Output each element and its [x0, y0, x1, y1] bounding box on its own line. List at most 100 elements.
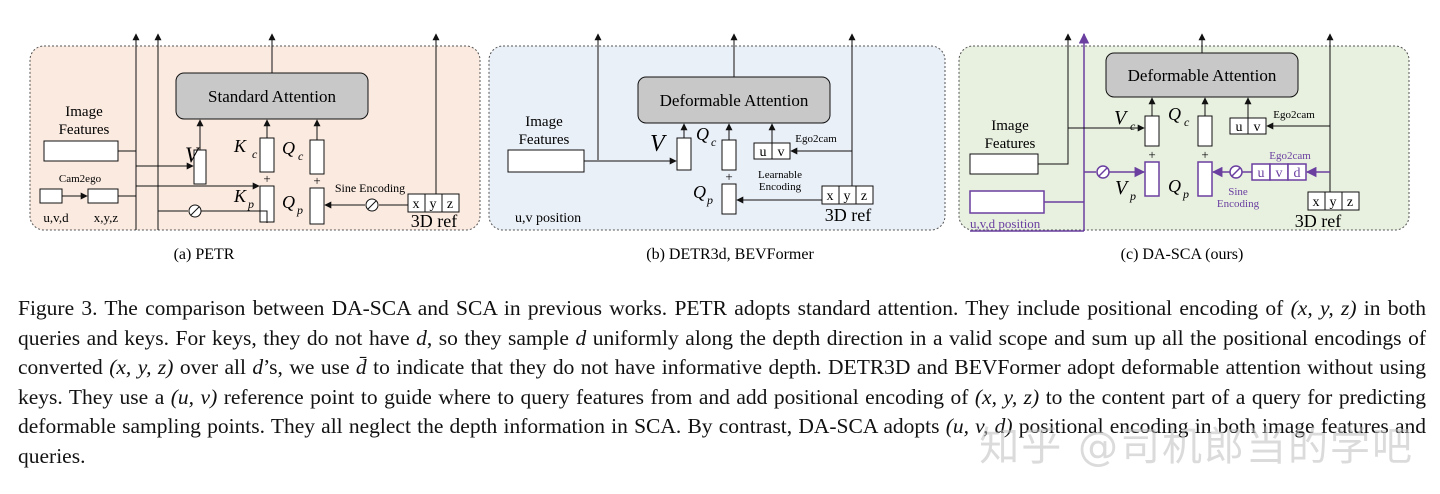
- dasca-ego2cam-purple-label: Ego2cam: [1269, 150, 1311, 162]
- dasca-qp-box: [1197, 161, 1213, 197]
- dasca-uv-v: [1247, 117, 1267, 135]
- detr-grid-x-label: x: [827, 189, 834, 204]
- dasca-grid-y-label: y: [1330, 195, 1337, 210]
- dasca-attention-label: Deformable Attention: [1128, 66, 1277, 85]
- detr-plus: +: [725, 169, 732, 184]
- petr-plus-1: +: [263, 171, 270, 186]
- dasca-qp-sub: p: [1182, 187, 1189, 201]
- caption-text-5: over all: [173, 355, 253, 380]
- petr-kc-sub: c: [252, 147, 258, 161]
- figure-caption: Figure 3. The comparison between DA-SCA …: [18, 294, 1426, 472]
- caption-math-dbar: d̄: [355, 355, 367, 380]
- petr-uvd-label: u,v,d: [43, 210, 69, 225]
- caption-text-6: ’s, we use: [263, 355, 356, 380]
- dasca-qc-label: Q: [1168, 104, 1181, 124]
- petr-grid-z: [441, 193, 460, 213]
- panel-petr: Standard Attention Image Features V K c …: [29, 33, 481, 263]
- panel-detr: Deformable Attention Image Features V Q …: [488, 33, 946, 263]
- petr-v-label: V: [185, 142, 201, 167]
- dasca-uvd-position-box: [969, 190, 1045, 214]
- detr-uv-v: [771, 142, 791, 160]
- detr-attention-label: Deformable Attention: [660, 91, 809, 110]
- detr-ego2cam-label: Ego2cam: [795, 133, 837, 145]
- petr-attention-label: Standard Attention: [208, 87, 336, 106]
- dasca-features-label: Features: [985, 136, 1036, 152]
- panel-dasca: Deformable Attention Image Features V c …: [958, 32, 1410, 263]
- dasca-ego2cam-top-label: Ego2cam: [1273, 109, 1315, 121]
- dasca-uvd-d-label: d: [1294, 166, 1301, 181]
- petr-grid-z-label: z: [447, 197, 453, 212]
- dasca-qc-sub: c: [1184, 115, 1190, 129]
- figure-diagram: Standard Attention Image Features V K c …: [29, 32, 1410, 263]
- caption-math-xyz: (x, y, z): [1290, 296, 1357, 320]
- caption-text-7: to indicate that they do not have inform…: [18, 355, 1426, 409]
- dasca-vc-box: [1144, 115, 1160, 147]
- detr-qc-label: Q: [696, 124, 709, 144]
- petr-caption: (a) PETR: [174, 246, 235, 263]
- caption-math-uv: (u, v): [170, 384, 218, 409]
- petr-grid-x-label: x: [413, 197, 420, 212]
- detr-learnable-label: Learnable: [758, 169, 802, 181]
- detr-3dref-label: 3D ref: [825, 205, 871, 225]
- petr-image-label: Image: [65, 104, 103, 120]
- detr-image-features-box: [507, 149, 585, 173]
- detr-uv-v-label: v: [778, 145, 785, 160]
- detr-position-label: u,v position: [515, 211, 581, 226]
- caption-math-d: d: [252, 355, 264, 380]
- detr-background: [488, 45, 946, 231]
- detr-grid-z-label: z: [861, 189, 867, 204]
- dasca-uvd-u-label: u: [1258, 166, 1265, 181]
- petr-qp-label: Q: [282, 192, 295, 212]
- dasca-image-features-box: [969, 153, 1039, 175]
- petr-kc-box: [259, 137, 275, 173]
- detr-features-label: Features: [519, 132, 570, 148]
- caption-math-d: d: [575, 325, 587, 350]
- petr-xyz-label: x,y,z: [94, 210, 119, 225]
- petr-xyz-box: [87, 188, 119, 204]
- petr-sine-label: Sine Encoding: [335, 181, 405, 195]
- detr-grid-y-label: y: [844, 189, 851, 204]
- caption-math-xyz: (x, y, z): [974, 384, 1040, 409]
- detr-v-box: [676, 137, 692, 171]
- detr-qp-box: [721, 183, 737, 215]
- petr-3dref-label: 3D ref: [411, 211, 457, 231]
- petr-uvd-box: [39, 188, 63, 204]
- dasca-sine-label: Sine: [1228, 186, 1248, 198]
- petr-grid-y-label: y: [430, 197, 437, 212]
- petr-plus-2: +: [313, 173, 320, 188]
- caption-text-4: uniformly along the depth direction in a…: [18, 325, 1426, 380]
- detr-v-label: V: [650, 131, 667, 157]
- caption-math-d: d: [416, 325, 427, 350]
- detr-qp-label: Q: [693, 182, 706, 202]
- detr-caption: (b) DETR3d, BEVFormer: [646, 246, 814, 263]
- dasca-vp-box: [1144, 161, 1160, 197]
- dasca-vp-label: V: [1115, 177, 1130, 199]
- petr-features-label: Features: [59, 122, 110, 138]
- caption-text-9: to the content part of a query for predi…: [18, 384, 1426, 439]
- petr-qp-sub: p: [296, 203, 303, 217]
- petr-kp-label: K: [233, 186, 247, 206]
- caption-text-8: reference point to guide where to query …: [217, 384, 975, 409]
- dasca-3dref-label: 3D ref: [1295, 211, 1341, 231]
- dasca-uvd-v-label: v: [1276, 166, 1283, 181]
- dasca-vp-sub: p: [1129, 189, 1136, 203]
- dasca-vc-label: V: [1114, 107, 1129, 129]
- caption-math-xyz: (x, y, z): [109, 355, 174, 380]
- detr-qc-sub: c: [711, 135, 717, 149]
- detr-qp-sub: p: [706, 193, 713, 207]
- dasca-plus-2: +: [1201, 147, 1208, 162]
- dasca-uv-u-label: u: [1236, 120, 1243, 135]
- detr-uv-u-label: u: [760, 145, 767, 160]
- caption-text-1: Figure 3. The comparison between DA-SCA …: [18, 296, 1291, 320]
- detr-image-label: Image: [525, 114, 563, 130]
- petr-qc-sub: c: [298, 149, 304, 163]
- dasca-qp-label: Q: [1168, 176, 1181, 196]
- petr-cam2ego-label: Cam2ego: [59, 173, 102, 185]
- dasca-grid-z-label: z: [1347, 195, 1353, 210]
- dasca-vc-sub: c: [1130, 119, 1136, 133]
- petr-qp-box: [309, 187, 325, 225]
- dasca-caption: (c) DA-SCA (ours): [1121, 246, 1244, 263]
- petr-qc-label: Q: [282, 138, 295, 158]
- caption-math-uvd: (u, v, d): [945, 414, 1013, 439]
- detr-qc-box: [721, 139, 737, 171]
